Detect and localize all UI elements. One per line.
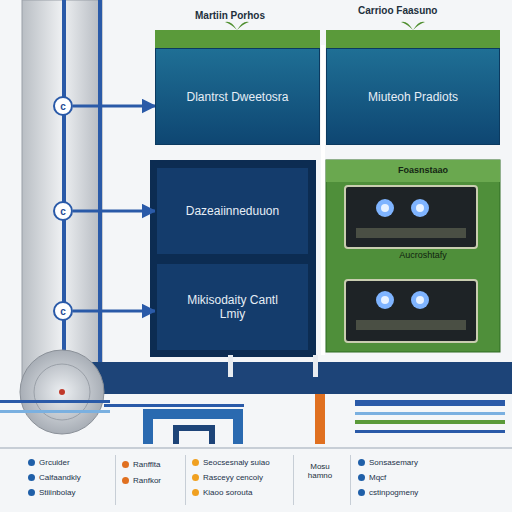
- legend-item: Grcuider: [28, 458, 70, 467]
- node-sublabel: Aucroshtafy: [326, 250, 512, 260]
- node-label: Dazeaiinneduuon: [186, 204, 279, 218]
- legend-swatch: [358, 489, 365, 496]
- flow-arrow: [73, 310, 155, 313]
- legend-item: Seocsesnaly suiao: [192, 458, 270, 467]
- legend-swatch: [122, 477, 129, 484]
- legend-swatch: [358, 474, 365, 481]
- legend-swatch: [192, 489, 199, 496]
- node-label: Dlantrst Dweetosra: [186, 90, 288, 104]
- flow-arrow: [73, 105, 155, 108]
- legend-item: cstinpogmeny: [358, 488, 418, 497]
- legend-item: Rasceyy cencoiy: [192, 473, 263, 482]
- legend-swatch: [122, 461, 129, 468]
- legend-item: Kiaoo sorouta: [192, 488, 252, 497]
- header-label: Carrioo Faasuno: [358, 5, 437, 16]
- connector-circle: c: [53, 301, 73, 321]
- note-label: Mosu hamno: [300, 462, 340, 480]
- connector-circle: c: [53, 201, 73, 221]
- node-label: Miuteoh Pradiots: [368, 90, 458, 104]
- legend-text: Calfaandkly: [39, 473, 81, 482]
- node-label: c: [60, 101, 66, 112]
- connector-circle: c: [53, 96, 73, 116]
- legend-text: Ranfflta: [133, 460, 160, 469]
- legend-text: cstinpogmeny: [369, 488, 418, 497]
- legend-swatch: [28, 489, 35, 496]
- node-label: c: [60, 306, 66, 317]
- legend-text: Sonsasemary: [369, 458, 418, 467]
- process-box: Dlantrst Dweetosra: [155, 48, 320, 145]
- header-label: Martiin Porhos: [195, 10, 265, 21]
- process-box: Mikisodaity Cantl Lmiy: [155, 262, 310, 352]
- node-label: Mikisodaity Cantl Lmiy: [183, 293, 283, 321]
- legend-item: Stiiinbolay: [28, 488, 75, 497]
- legend-item: Calfaandkly: [28, 473, 81, 482]
- legend-swatch: [192, 474, 199, 481]
- legend-item: Sonsasemary: [358, 458, 418, 467]
- legend-item: Ranfflta: [122, 460, 160, 469]
- flow-arrow: [73, 210, 155, 213]
- legend-item: Mqcf: [358, 473, 386, 482]
- node-label: Foasnstaao: [326, 165, 512, 175]
- legend-text: Ranfkor: [133, 476, 161, 485]
- legend-text: Rasceyy cencoiy: [203, 473, 263, 482]
- equipment-panel: FoasnstaaoAucroshtafy: [326, 160, 512, 352]
- legend-swatch: [358, 459, 365, 466]
- legend-swatch: [28, 474, 35, 481]
- legend-item: Ranfkor: [122, 476, 161, 485]
- legend-swatch: [192, 459, 199, 466]
- process-box: Miuteoh Pradiots: [326, 48, 500, 145]
- legend-text: Grcuider: [39, 458, 70, 467]
- legend-swatch: [28, 459, 35, 466]
- legend-text: Mqcf: [369, 473, 386, 482]
- node-label: c: [60, 206, 66, 217]
- legend-text: Kiaoo sorouta: [203, 488, 252, 497]
- process-box: Dazeaiinneduuon: [155, 166, 310, 256]
- legend-text: Stiiinbolay: [39, 488, 75, 497]
- legend-text: Seocsesnaly suiao: [203, 458, 270, 467]
